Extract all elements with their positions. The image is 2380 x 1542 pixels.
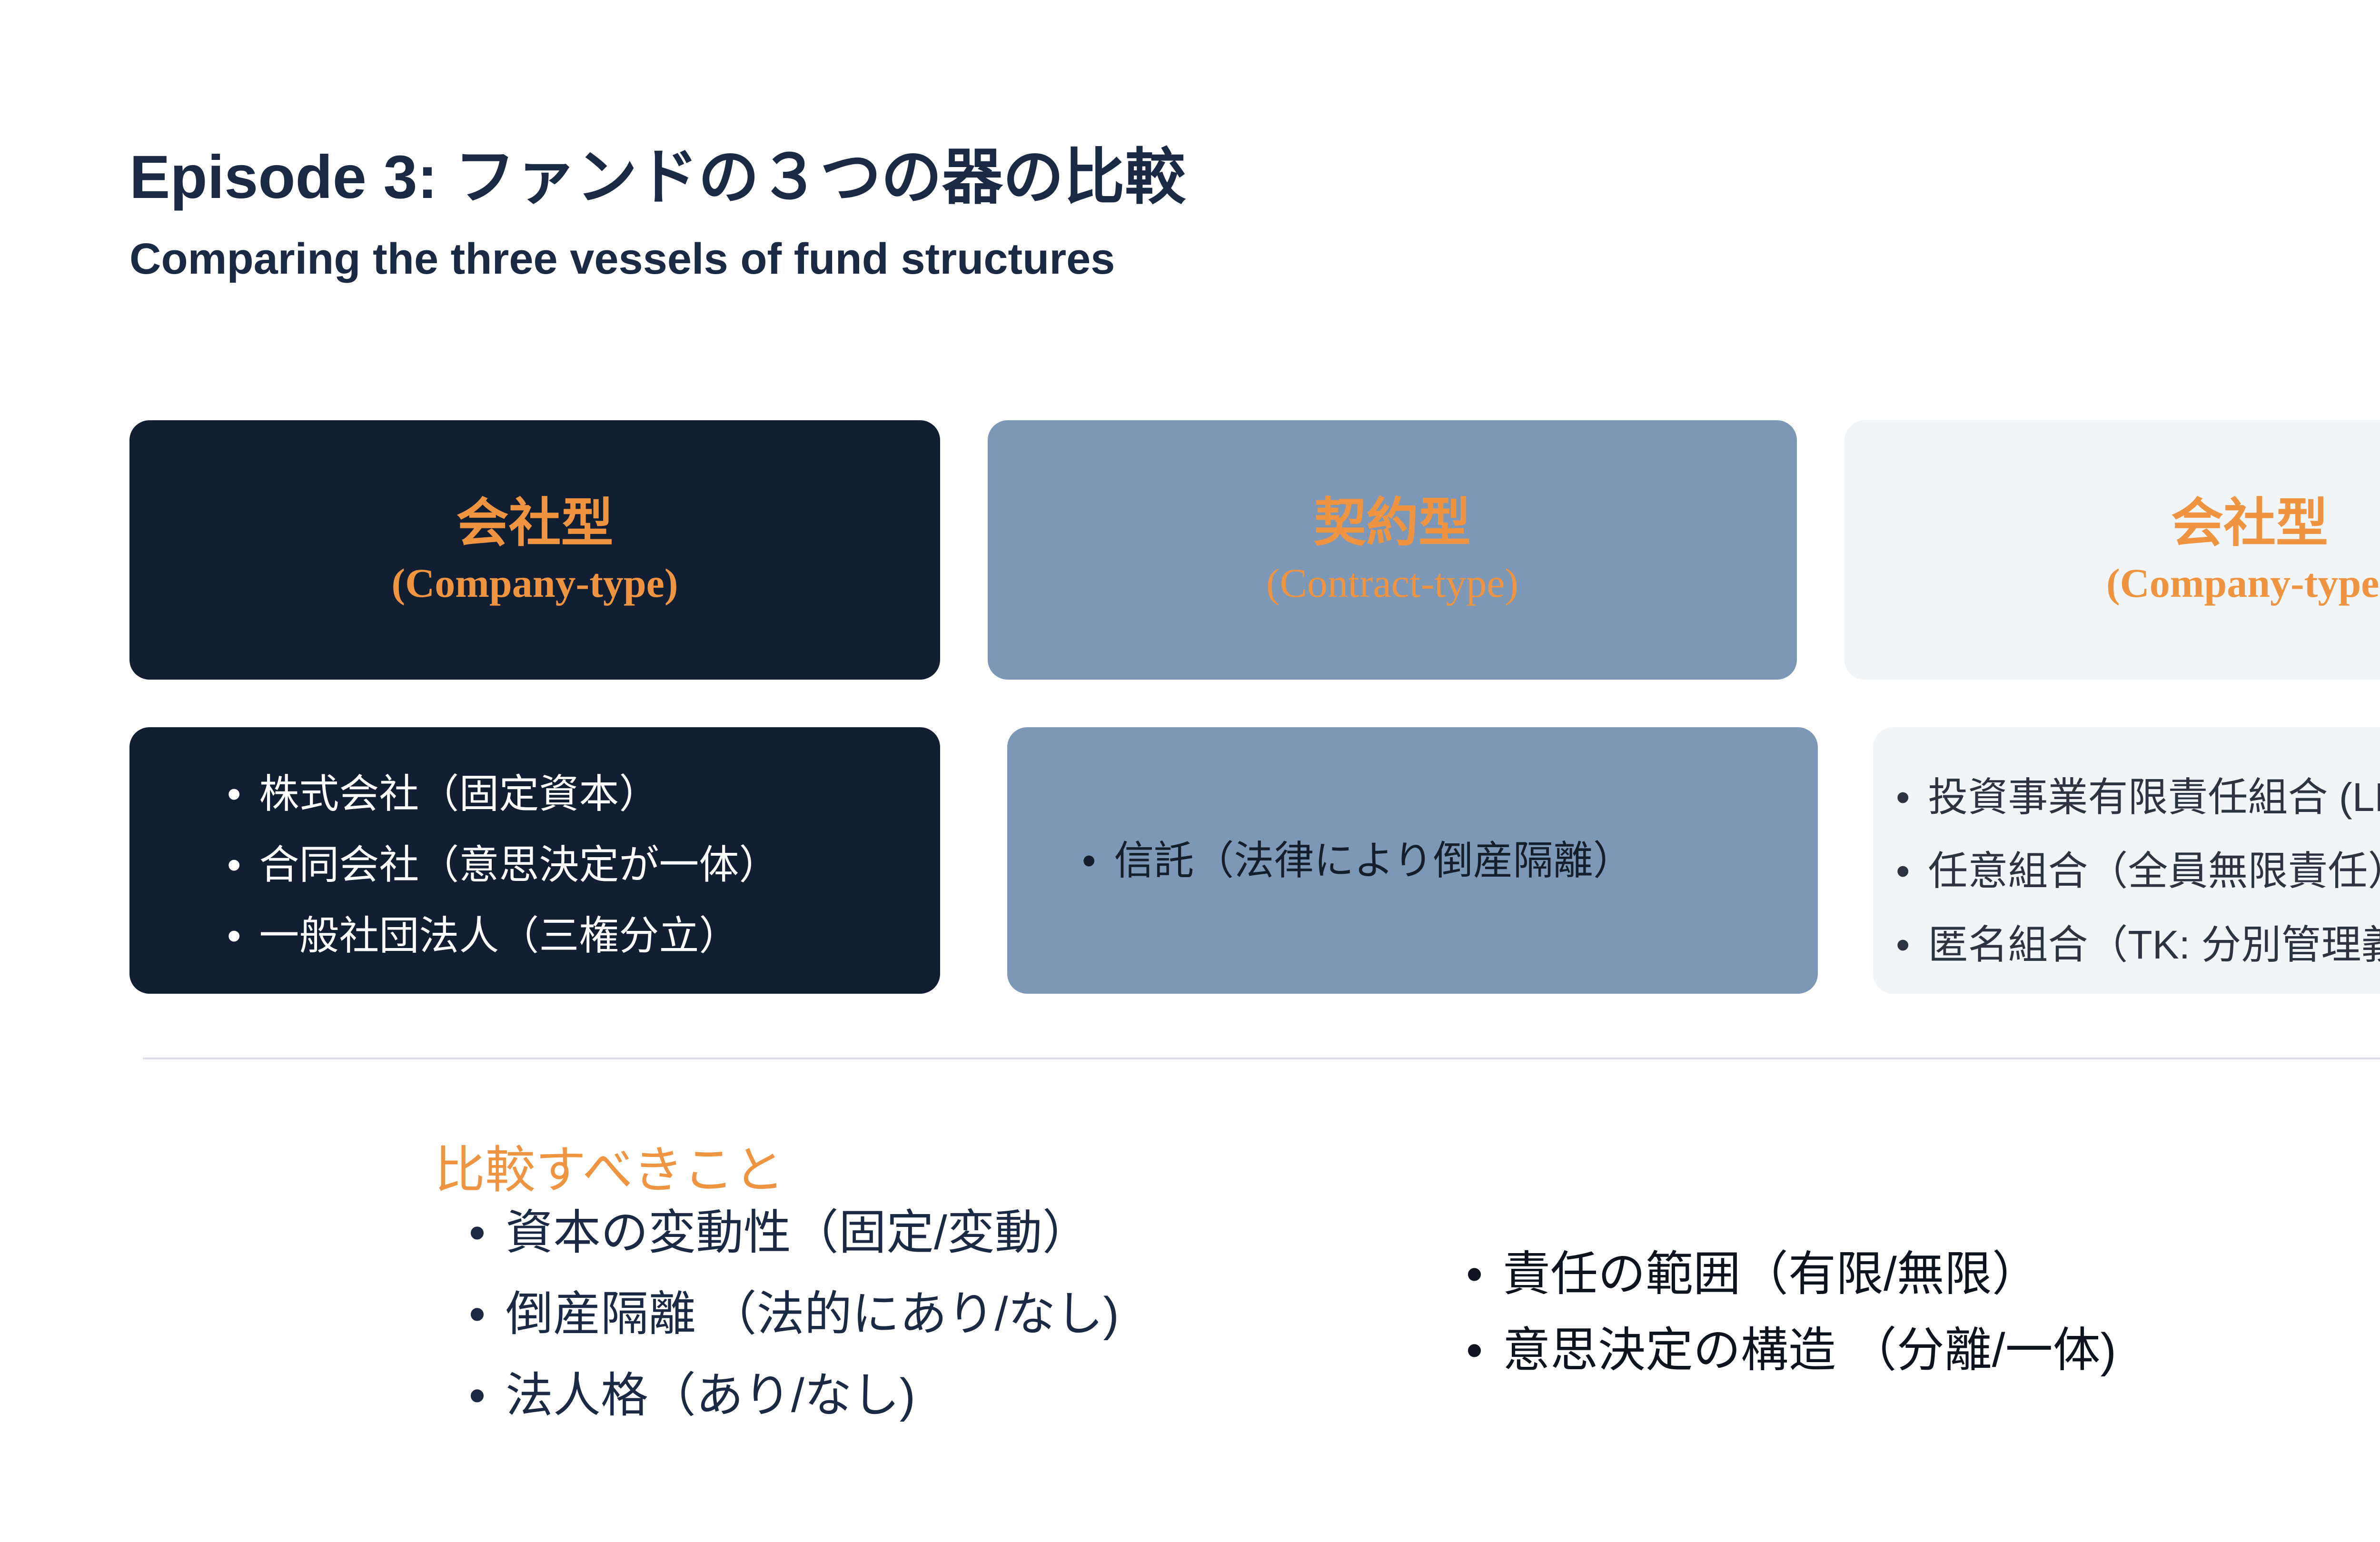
detail-card-partnership-list: 投資事業有限責任組合 (LPS）任意組合（全員無限責任）匿名組合（TK: 分別管… <box>1873 727 2380 994</box>
list-item: 匿名組合（TK: 分別管理義務がない） <box>1896 908 2380 982</box>
header-card-contract-type: 契約型 (Contract-type) <box>988 420 1797 680</box>
page-subtitle: Comparing the three vessels of fund stru… <box>129 235 1115 283</box>
header-card-en-label: (Company-type) <box>2106 560 2380 606</box>
comparison-list-right: 責任の範囲（有限/無限）意思決定の構造 （分離/一体) <box>1466 1236 2116 1388</box>
list-item: 一般社団法人（三権分立） <box>227 900 921 971</box>
list-item: 倒産隔離 （法的にあり/なし) <box>469 1274 1119 1355</box>
header-card-company-type-right: 会社型 (Company-type) <box>1844 420 2380 680</box>
partnership-entity-list: 投資事業有限責任組合 (LPS）任意組合（全員無限責任）匿名組合（TK: 分別管… <box>1873 727 2380 982</box>
header-card-en-label: (Contract-type) <box>1266 560 1519 606</box>
divider <box>143 1058 2380 1059</box>
list-item: 投資事業有限責任組合 (LPS） <box>1896 761 2380 834</box>
company-type-entity-list: 株式会社（固定資本）合同会社（意思決定が一体）一般社団法人（三権分立） <box>129 727 940 971</box>
list-item: 意思決定の構造 （分離/一体) <box>1466 1312 2116 1388</box>
header-card-jp-label: 契約型 <box>1314 494 1471 552</box>
list-item: 任意組合（全員無限責任） <box>1896 834 2380 908</box>
list-item: 責任の範囲（有限/無限） <box>1466 1236 2116 1312</box>
header-card-jp-label: 会社型 <box>2171 494 2328 553</box>
detail-card-company-type-left: 株式会社（固定資本）合同会社（意思決定が一体）一般社団法人（三権分立） <box>129 727 940 994</box>
list-item: 合同会社（意思決定が一体） <box>227 830 921 900</box>
page-title: Episode 3: ファンドの３つの器の比較 <box>129 143 1186 211</box>
list-item: 株式会社（固定資本） <box>227 759 921 830</box>
header-card-jp-label: 会社型 <box>456 494 614 553</box>
header-card-en-label: (Company-type) <box>391 560 678 606</box>
list-item: 信託（法律により倒産隔離） <box>1082 832 1633 889</box>
detail-card-contract-type: 信託（法律により倒産隔離） <box>1007 727 1818 994</box>
list-item: 法人格（あり/なし) <box>469 1355 1119 1436</box>
header-card-company-type-left: 会社型 (Company-type) <box>129 420 940 680</box>
contract-type-entity-list: 信託（法律により倒産隔離） <box>1007 832 1633 889</box>
list-item: 資本の変動性（固定/変動） <box>469 1192 1119 1274</box>
comparison-heading: 比較すべきこと <box>435 1142 784 1198</box>
comparison-list-left: 資本の変動性（固定/変動）倒産隔離 （法的にあり/なし)法人格（あり/なし) <box>469 1192 1119 1436</box>
